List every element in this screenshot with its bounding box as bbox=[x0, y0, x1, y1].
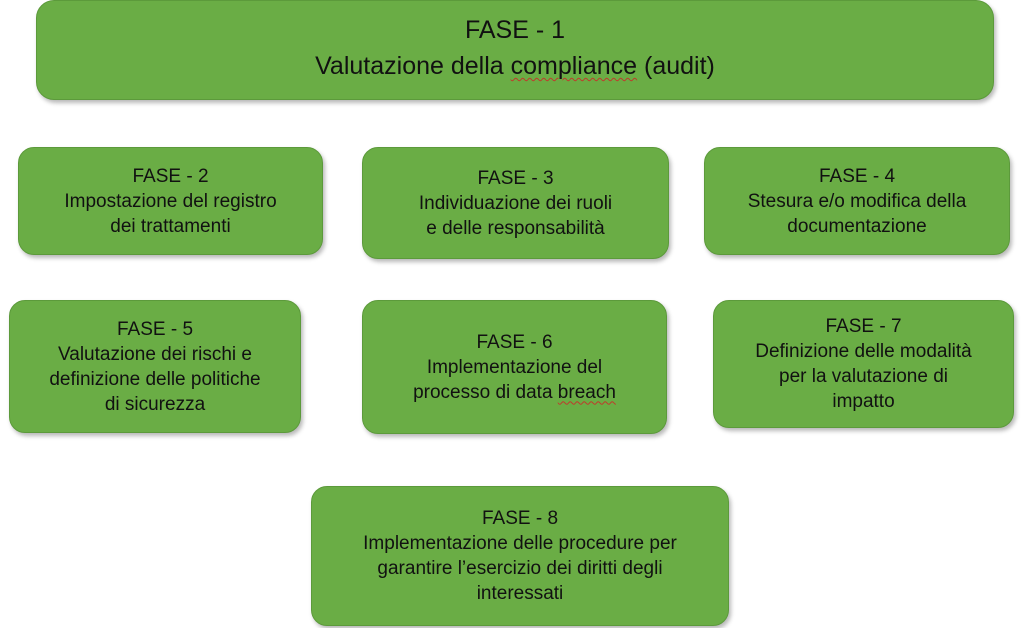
spellcheck-underline: compliance bbox=[510, 52, 638, 80]
phase-4-line-1: Stesura e/o modifica della bbox=[747, 190, 967, 212]
phase-8-title: FASE - 8 bbox=[481, 508, 559, 529]
phase-3-title: FASE - 3 bbox=[477, 167, 554, 189]
phase-2-box: FASE - 2 Impostazione del registro dei t… bbox=[18, 147, 323, 255]
phase-5-box: FASE - 5 Valutazione dei rischi e defini… bbox=[9, 300, 301, 433]
phase-3-line-1: Individuazione dei ruoli bbox=[418, 192, 613, 214]
phase-4-title: FASE - 4 bbox=[818, 165, 896, 187]
phase-8-line-1: Implementazione delle procedure per bbox=[363, 533, 677, 554]
phase-1-box: FASE - 1 Valutazione della compliance (a… bbox=[36, 0, 994, 100]
phase-5-line-2: definizione delle politiche bbox=[49, 368, 261, 390]
phase-2-line-1: Impostazione del registro bbox=[64, 190, 277, 212]
phase-7-line-3: impatto bbox=[832, 391, 895, 412]
phase-7-title: FASE - 7 bbox=[825, 316, 902, 337]
phase-8-line-3: interessati bbox=[476, 583, 564, 604]
phase-7-line-2: per la valutazione di bbox=[779, 366, 948, 387]
phase-6-line-2: processo di data breach bbox=[413, 381, 616, 403]
phase-8-box: FASE - 8 Implementazione delle procedure… bbox=[311, 486, 729, 626]
phase-3-line-2: e delle responsabilità bbox=[426, 217, 605, 239]
phase-1-description: Valutazione della compliance (audit) bbox=[315, 48, 715, 84]
phase-2-line-2: dei trattamenti bbox=[110, 215, 231, 237]
phase-5-line-3: di sicurezza bbox=[104, 393, 206, 415]
phase-5-title: FASE - 5 bbox=[116, 318, 194, 340]
phase-8-line-2: garantire l’esercizio dei diritti degli bbox=[377, 558, 663, 579]
phase-1-title: FASE - 1 bbox=[464, 16, 566, 44]
phase-6-line-1: Implementazione del bbox=[426, 356, 603, 378]
phase-5-line-1: Valutazione dei rischi e bbox=[58, 343, 252, 365]
phase-6-title: FASE - 6 bbox=[476, 331, 553, 353]
phase-7-box: FASE - 7 Definizione delle modalità per … bbox=[713, 300, 1014, 428]
phase-1-line-1: Valutazione della compliance (audit) bbox=[315, 52, 715, 80]
phase-3-box: FASE - 3 Individuazione dei ruoli e dell… bbox=[362, 147, 669, 259]
phase-4-box: FASE - 4 Stesura e/o modifica della docu… bbox=[704, 147, 1010, 255]
phase-2-title: FASE - 2 bbox=[132, 165, 209, 187]
phase-4-line-2: documentazione bbox=[787, 215, 927, 237]
phase-7-line-1: Definizione delle modalità bbox=[755, 341, 972, 362]
spellcheck-underline: breach bbox=[557, 381, 616, 403]
phase-6-box: FASE - 6 Implementazione del processo di… bbox=[362, 300, 667, 434]
